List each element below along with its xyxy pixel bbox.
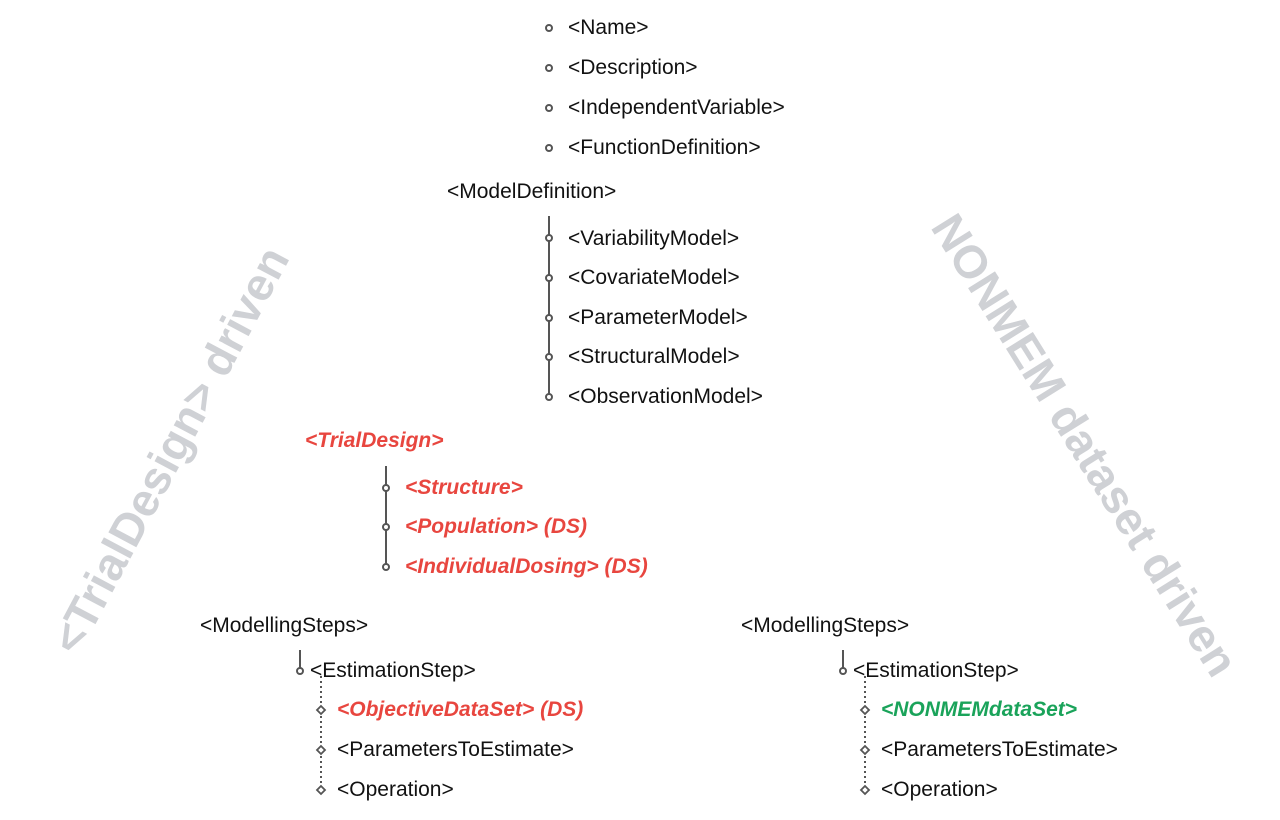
bullet-icon [545,24,553,32]
function-definition-element: <FunctionDefinition> [568,136,761,159]
bullet-icon [839,667,847,675]
objective-dataset-element: <ObjectiveDataSet> (DS) [337,698,584,721]
diamond-icon [859,704,871,716]
independent-variable-element: <IndependentVariable> [568,96,785,119]
individual-dosing-element: <IndividualDosing> (DS) [405,555,648,578]
observation-model-element: <ObservationModel> [568,385,763,408]
bullet-icon [382,563,390,571]
diamond-icon [315,744,327,756]
parameters-to-estimate-left-element: <ParametersToEstimate> [337,738,574,761]
parameter-model-element: <ParameterModel> [568,306,748,329]
estimation-step-right-element: <EstimationStep> [853,659,1019,682]
operation-left-element: <Operation> [337,778,454,801]
diamond-icon [859,744,871,756]
parameters-to-estimate-right-element: <ParametersToEstimate> [881,738,1118,761]
bullet-icon [545,274,553,282]
diamond-icon [859,784,871,796]
population-element: <Population> (DS) [405,515,588,538]
model-definition-element: <ModelDefinition> [447,180,617,203]
name-element: <Name> [568,16,649,39]
bullet-icon [545,393,553,401]
bullet-icon [545,144,553,152]
diamond-icon [315,784,327,796]
bullet-icon [545,353,553,361]
trial-design-element: <TrialDesign> [305,429,444,452]
estimation-step-left-element: <EstimationStep> [310,659,476,682]
bullet-icon [382,484,390,492]
bullet-icon [545,314,553,322]
nonmem-dataset-element: <NONMEMdataSet> [881,698,1078,721]
diamond-icon [315,704,327,716]
bullet-icon [545,104,553,112]
structure-element: <Structure> [405,476,523,499]
modelling-steps-left-element: <ModellingSteps> [200,614,369,637]
operation-right-element: <Operation> [881,778,998,801]
description-element: <Description> [568,56,698,79]
covariate-model-element: <CovariateModel> [568,266,740,289]
bullet-icon [382,523,390,531]
variability-model-element: <VariabilityModel> [568,227,740,250]
bullet-icon [545,64,553,72]
bullet-icon [296,667,304,675]
structural-model-element: <StructuralModel> [568,345,740,368]
modelling-steps-right-element: <ModellingSteps> [741,614,910,637]
bullet-icon [545,234,553,242]
